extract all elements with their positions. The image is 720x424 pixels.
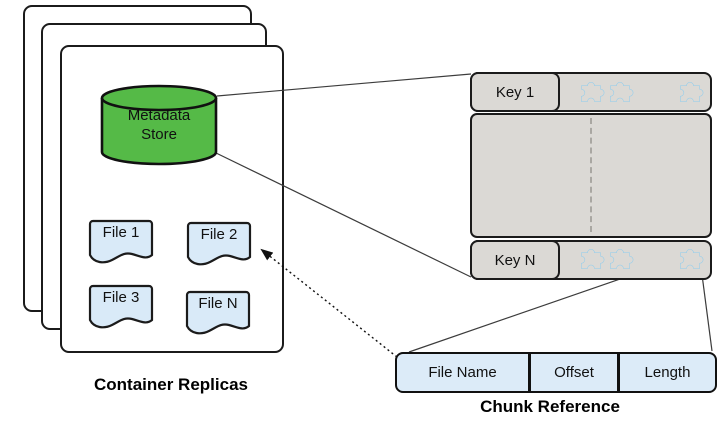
chunk-reference-table: File Name Offset Length — [395, 352, 717, 393]
puzzle-piece-icon — [580, 81, 605, 102]
chunk-field-offset: Offset — [528, 354, 617, 391]
file-shape-2 — [185, 221, 253, 267]
container-replicas-caption: Container Replicas — [94, 375, 248, 394]
chunk-reference-caption: Chunk Reference — [480, 397, 620, 416]
file-n-label: File N — [198, 295, 238, 312]
file-3-label: File 3 — [102, 289, 140, 306]
metadata-store-label: Metadata Store — [127, 107, 191, 143]
file-1-label: File 1 — [102, 224, 140, 241]
file-shape-3 — [87, 284, 155, 330]
puzzle-piece-icon — [679, 248, 704, 269]
ellipsis-dashed-line — [590, 118, 592, 232]
chunk-field-length: Length — [617, 354, 715, 391]
puzzle-piece-icon — [580, 248, 605, 269]
file-2-label: File 2 — [200, 226, 238, 243]
file-shape-1 — [87, 219, 155, 265]
key1-cell: Key 1 — [470, 72, 560, 112]
metadata-store-cylinder — [100, 83, 218, 167]
file-shape-n — [184, 290, 252, 336]
puzzle-piece-icon — [679, 81, 704, 102]
chunk-field-file-name: File Name — [428, 364, 497, 381]
puzzle-piece-icon — [609, 81, 634, 102]
keyn-cell: Key N — [470, 240, 560, 280]
keyn-label: Key N — [494, 251, 536, 269]
puzzle-piece-icon — [609, 248, 634, 269]
key1-label: Key 1 — [495, 83, 535, 101]
